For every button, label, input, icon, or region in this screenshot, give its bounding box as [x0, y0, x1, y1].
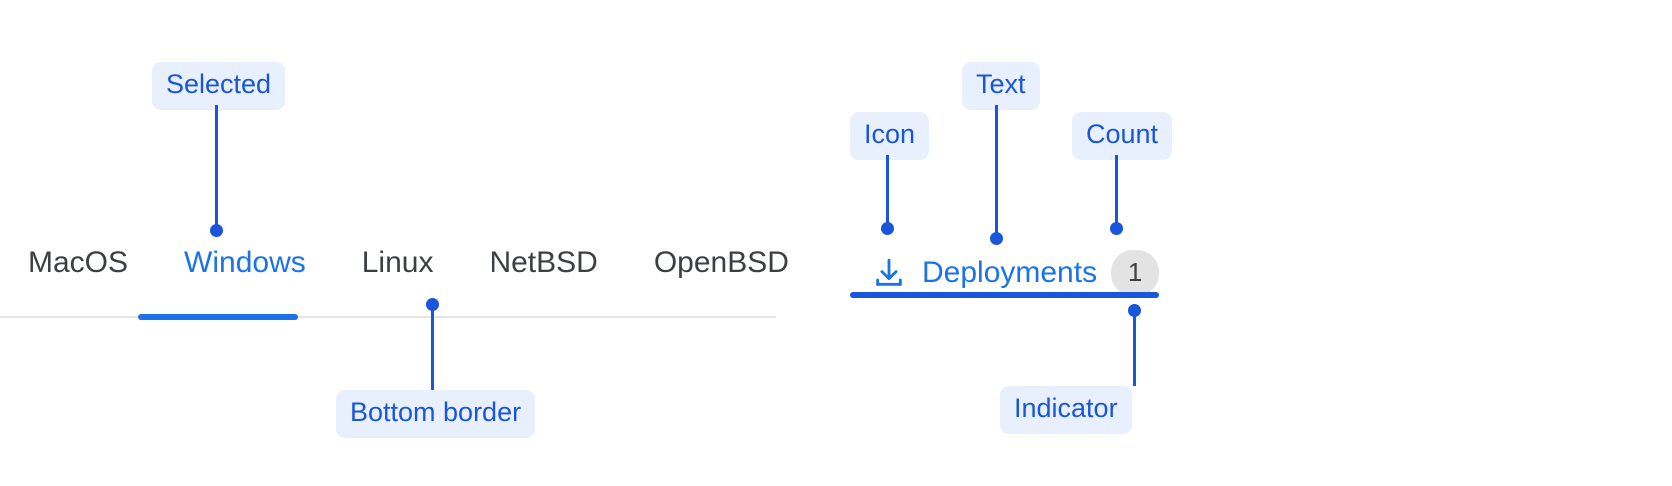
tab-openbsd[interactable]: OpenBSD [653, 246, 789, 279]
tab-macos[interactable]: MacOS [28, 246, 129, 279]
annotation-leader-line-icon [886, 155, 889, 228]
deployments-tab-row: Deployments 1 [872, 245, 1160, 301]
annotation-label-selected: Selected [152, 62, 286, 110]
tab-linux[interactable]: Linux [361, 246, 434, 279]
annotation-dot-text [990, 232, 1003, 245]
deployments-tab-indicator [850, 292, 1159, 298]
tab-selected-indicator [138, 314, 298, 320]
annotation-leader-line-text [995, 105, 998, 238]
annotation-dot-selected [210, 224, 223, 237]
annotation-dot-count [1110, 222, 1123, 235]
annotation-label-count: Count [1072, 112, 1173, 160]
deployments-count-badge: 1 [1111, 250, 1160, 296]
annotation-label-icon: Icon [850, 112, 930, 160]
os-tab-bar: MacOS Windows Linux NetBSD OpenBSD [0, 248, 789, 320]
annotation-leader-line-selected [215, 105, 218, 229]
os-tabstrip: MacOS Windows Linux NetBSD OpenBSD [0, 248, 817, 317]
annotation-label-text: Text [962, 62, 1040, 110]
deployments-tab[interactable]: Deployments 1 [850, 245, 1250, 325]
annotation-leader-line-bottom-border [431, 304, 434, 390]
download-icon [872, 256, 906, 290]
annotation-leader-line-indicator [1133, 310, 1136, 386]
tab-bar-bottom-border [0, 316, 776, 318]
annotation-label-indicator: Indicator [1000, 386, 1132, 434]
annotation-leader-line-count [1115, 155, 1118, 228]
deployments-tab-label: Deployments [922, 256, 1098, 289]
tab-netbsd[interactable]: NetBSD [489, 246, 598, 279]
annotation-label-bottom-border: Bottom border [336, 390, 536, 438]
annotation-dot-icon [881, 222, 894, 235]
tab-windows[interactable]: Windows [184, 246, 306, 279]
